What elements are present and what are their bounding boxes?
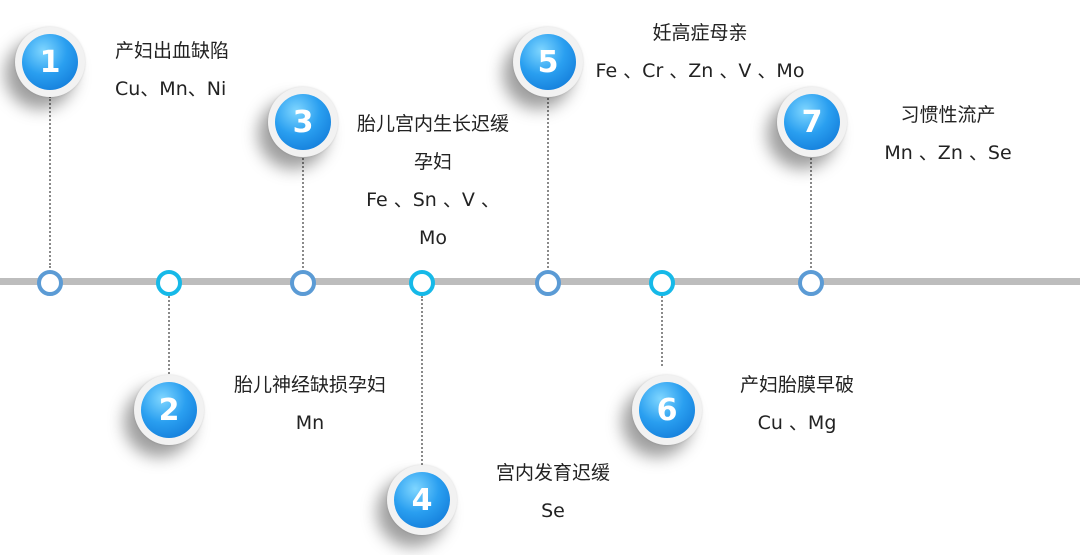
timeline-node-4 bbox=[409, 270, 435, 296]
step-badge-2: 2 bbox=[134, 375, 204, 445]
step-badge-7: 7 bbox=[777, 87, 847, 157]
step-badge-1: 1 bbox=[15, 27, 85, 97]
event-title-5: 妊高症母亲 bbox=[652, 22, 748, 44]
event-title-4: 宫内发育迟缓 bbox=[495, 462, 611, 484]
step-number-2: 2 bbox=[141, 382, 197, 438]
event-elements-7: Mn 、Zn 、Se bbox=[884, 142, 1012, 164]
connector-3 bbox=[302, 155, 304, 268]
connector-4 bbox=[421, 296, 423, 468]
event-label-6: 产妇胎膜早破 Cu 、Mg bbox=[740, 366, 854, 442]
step-number-6: 6 bbox=[639, 382, 695, 438]
event-title-1: 产妇出血缺陷 bbox=[115, 40, 230, 62]
step-badge-4: 4 bbox=[387, 465, 457, 535]
event-elements-1: Cu、Mn、Ni bbox=[115, 78, 227, 100]
event-elements-3b: Fe 、Sn 、V 、 bbox=[366, 189, 500, 211]
event-elements-5: Fe 、Cr 、Zn 、V 、Mo bbox=[595, 60, 805, 82]
event-label-3: 胎儿宫内生长迟缓 孕妇 Fe 、Sn 、V 、 Mo bbox=[357, 105, 509, 257]
step-number-5: 5 bbox=[520, 34, 576, 90]
connector-2 bbox=[168, 296, 170, 374]
timeline-node-5 bbox=[535, 270, 561, 296]
timeline-node-2 bbox=[156, 270, 182, 296]
event-label-1: 产妇出血缺陷 Cu、Mn、Ni bbox=[115, 32, 229, 108]
event-elements-3c: Mo bbox=[418, 227, 448, 249]
event-elements-4: Se bbox=[541, 500, 565, 522]
event-label-5: 妊高症母亲 Fe 、Cr 、Zn 、V 、Mo bbox=[596, 14, 805, 90]
connector-7 bbox=[810, 155, 812, 268]
step-number-4: 4 bbox=[394, 472, 450, 528]
step-badge-3: 3 bbox=[268, 87, 338, 157]
event-title-6: 产妇胎膜早破 bbox=[739, 374, 855, 396]
connector-6 bbox=[661, 296, 663, 366]
event-title-7: 习惯性流产 bbox=[900, 104, 996, 126]
connector-5 bbox=[547, 95, 549, 268]
event-elements-2: Mn bbox=[295, 412, 325, 434]
event-title-2: 胎儿神经缺损孕妇 bbox=[233, 374, 387, 396]
timeline-node-3 bbox=[290, 270, 316, 296]
timeline-node-7 bbox=[798, 270, 824, 296]
event-label-4: 宫内发育迟缓 Se bbox=[496, 454, 610, 530]
timeline-node-1 bbox=[37, 270, 63, 296]
connector-1 bbox=[49, 96, 51, 268]
step-number-7: 7 bbox=[784, 94, 840, 150]
event-elements-6: Cu 、Mg bbox=[757, 412, 837, 434]
step-badge-5: 5 bbox=[513, 27, 583, 97]
step-number-3: 3 bbox=[275, 94, 331, 150]
step-number-1: 1 bbox=[22, 34, 78, 90]
timeline-node-6 bbox=[649, 270, 675, 296]
step-badge-6: 6 bbox=[632, 375, 702, 445]
event-title-3: 胎儿宫内生长迟缓 bbox=[356, 113, 510, 135]
event-label-2: 胎儿神经缺损孕妇 Mn bbox=[234, 366, 386, 442]
event-elements-3a: 孕妇 bbox=[413, 151, 453, 173]
event-label-7: 习惯性流产 Mn 、Zn 、Se bbox=[884, 96, 1011, 172]
